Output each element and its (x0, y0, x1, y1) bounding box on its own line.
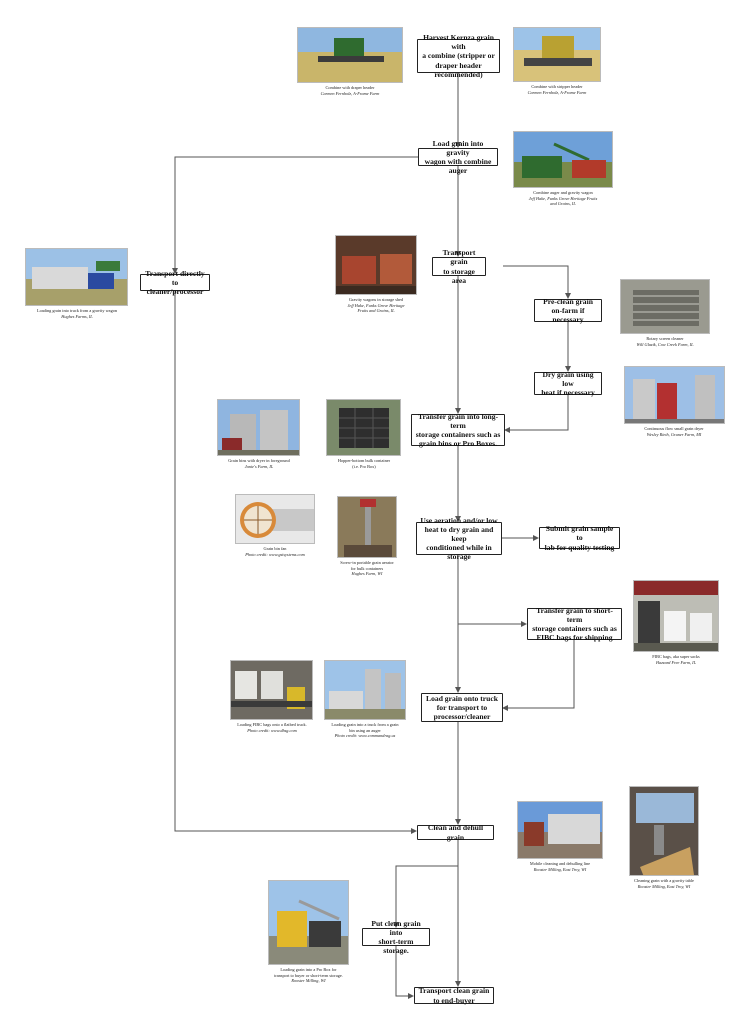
photo-pro-box-loading (268, 880, 349, 965)
photo-wagons-shed (335, 235, 417, 295)
step-transfer-short-term: Transfer grain to short-term storage con… (527, 606, 622, 642)
caption-pro-box-loading: Loading grain into a Pro Box for transpo… (274, 967, 343, 984)
photo-bin-to-truck (324, 660, 406, 720)
arrow-dry-to-transfer (504, 395, 569, 433)
step-aeration: Use aeration and/or low heat to dry grai… (416, 516, 502, 561)
photo-pro-box (326, 399, 401, 456)
photo-aerator (337, 496, 397, 558)
photo-grain-bins (217, 399, 300, 456)
caption-pro-box: Hopper-bottom bulk container (i.e. Pro B… (337, 458, 391, 469)
arrow-storage-to-preclean (503, 265, 571, 299)
step-transport-storage: Transport grain to storage area (432, 248, 486, 285)
arrow-direct-to-clean (174, 290, 417, 834)
arrow-clean-to-shortstorage (393, 865, 458, 928)
caption-aerator: Screw-in portable grain aerator for bulk… (340, 560, 394, 577)
step-clean-dehull: Clean and dehull grain (417, 823, 494, 842)
arrow-shortstorage-to-buyer (395, 946, 414, 999)
step-transfer-long-term: Transfer grain into long-term storage co… (411, 412, 505, 448)
photo-mobile-cleaning (517, 801, 603, 859)
step-load-truck: Load grain onto truck for transport to p… (421, 693, 503, 722)
photo-grain-dryer (624, 366, 725, 424)
caption-flatbed: Loading FIBC bags onto a flatbed truck.P… (237, 722, 307, 733)
arrow-load-to-direct (172, 156, 418, 274)
step-transport-directly: Transport directly to cleaner/processor (140, 269, 210, 296)
photo-flatbed (230, 660, 313, 720)
caption-bin-to-truck: Loading grain into a truck from a grain … (331, 722, 399, 739)
photo-stripper-combine (513, 27, 601, 82)
photo-auger-wagon (513, 131, 613, 188)
photo-truck-loading (25, 248, 128, 306)
step-end-buyer: Transport clean grain to end-buyer (414, 986, 494, 1005)
photo-fibc-bags (633, 580, 719, 652)
step-load-gravity-wagon: Load grain into gravity wagon with combi… (418, 139, 498, 175)
step-short-term-storage: Put clean grain into short-term storage. (362, 919, 430, 955)
step-harvest: Harvest Kernza grain with a combine (str… (417, 33, 500, 79)
photo-bin-fan (235, 494, 315, 544)
caption-truck-loading: Loading grain into truck from a gravity … (36, 308, 118, 319)
photo-draper-combine (297, 27, 403, 83)
photo-gravity-table (629, 786, 699, 876)
step-pre-clean: Pre-clean grain on-farm if necessary (534, 297, 602, 324)
arrow-shortterm-to-loadtruck (502, 640, 575, 711)
photo-rotary-cleaner (620, 279, 710, 334)
step-submit-sample: Submit grain sample to lab for quality t… (539, 524, 620, 552)
step-dry-grain: Dry grain using low heat if necessary (534, 370, 602, 397)
